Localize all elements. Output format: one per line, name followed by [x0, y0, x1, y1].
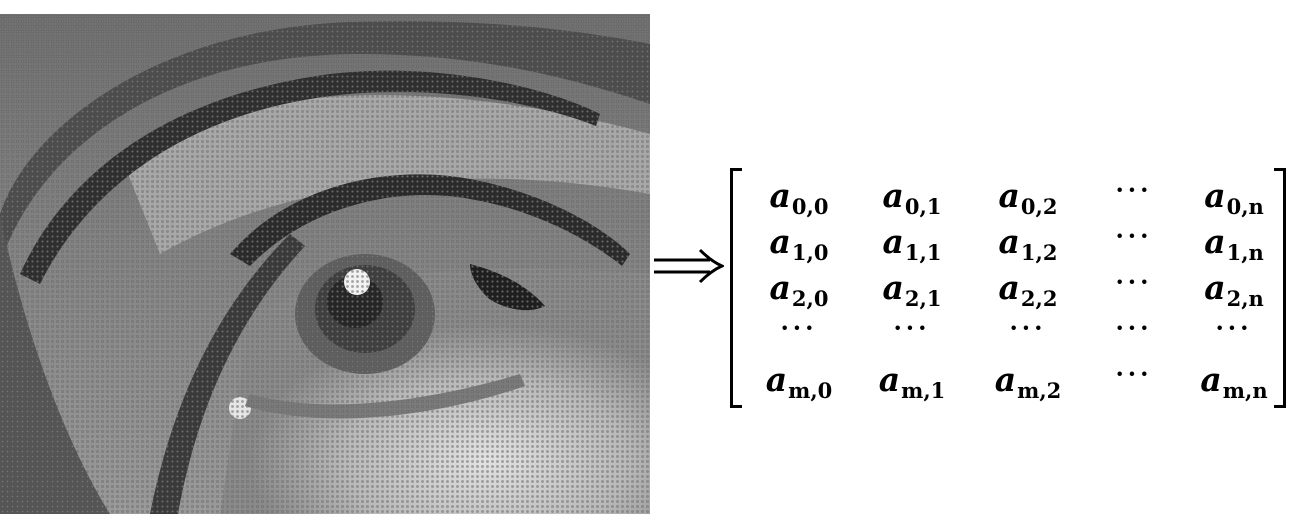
matrix-entry-base: a	[998, 175, 1020, 215]
matrix-ellipsis: ···	[893, 312, 931, 342]
matrix-entry-subscript: 1,1	[904, 239, 942, 265]
matrix-right-bracket	[1274, 168, 1286, 408]
matrix-entry-base: a	[1204, 267, 1226, 307]
matrix-entry-subscript: 0,n	[1226, 193, 1264, 219]
matrix-entry-base: a	[882, 267, 904, 307]
eye-photo	[0, 14, 650, 514]
matrix-ellipsis: ···	[1215, 312, 1253, 342]
matrix-entry-base: a	[769, 175, 791, 215]
matrix-entry: a0,1	[854, 175, 970, 219]
matrix-entry-base: a	[1204, 175, 1226, 215]
matrix-entry-subscript: 1,n	[1226, 239, 1264, 265]
matrix-entry: am,1	[854, 359, 970, 403]
matrix-entry-base: a	[994, 359, 1017, 399]
matrix-entry-base: a	[1200, 359, 1222, 399]
matrix-entry-subscript: m,n	[1222, 377, 1268, 403]
matrix-ellipsis: ···	[1115, 220, 1153, 250]
matrix-entry-base: a	[769, 221, 791, 261]
matrix-left-bracket	[730, 168, 742, 408]
matrix-ellipsis: ···	[1115, 358, 1153, 388]
matrix-entry: a1,1	[854, 221, 970, 265]
matrix-ellipsis: ···	[1115, 266, 1153, 296]
matrix-entry-subscript: m,2	[1017, 377, 1062, 403]
matrix-entry-subscript: 0,0	[791, 193, 829, 219]
matrix-entry: a2,0	[744, 267, 854, 311]
matrix-entry-base: a	[769, 267, 791, 307]
matrix-entry: a2,1	[854, 267, 970, 311]
matrix-entry-base: a	[882, 175, 904, 215]
matrix-entry-subscript: 2,2	[1020, 285, 1058, 311]
eye-photo-svg	[0, 14, 650, 514]
matrix-entry-base: a	[998, 267, 1020, 307]
matrix-entry-subscript: 2,n	[1226, 285, 1264, 311]
matrix-entry: am,2	[970, 359, 1086, 403]
matrix-entry-subscript: 0,1	[904, 193, 942, 219]
matrix-entry: a1,n	[1182, 221, 1286, 265]
matrix-ellipsis: ···	[1115, 174, 1153, 204]
matrix-entry-subscript: m,0	[788, 377, 833, 403]
matrix-entry-base: a	[998, 221, 1020, 261]
matrix-entry: am,0	[744, 359, 854, 403]
double-right-arrow-svg	[654, 248, 724, 284]
matrix-entry-subscript: m,1	[901, 377, 946, 403]
matrix-entry: a2,2	[970, 267, 1086, 311]
matrix-entry-subscript: 1,0	[791, 239, 829, 265]
matrix-entry-base: a	[878, 359, 901, 399]
matrix-entry-subscript: 2,1	[904, 285, 942, 311]
matrix-entry: a1,0	[744, 221, 854, 265]
double-right-arrow-icon	[652, 246, 724, 286]
matrix-ellipsis: ···	[1009, 312, 1047, 342]
matrix-entry-base: a	[1204, 221, 1226, 261]
matrix-entry-base: a	[882, 221, 904, 261]
matrix-entry-base: a	[765, 359, 788, 399]
matrix-entry: a0,0	[744, 175, 854, 219]
matrix-entry: a0,n	[1182, 175, 1286, 219]
matrix-entry-subscript: 1,2	[1020, 239, 1058, 265]
matrix-entry-subscript: 2,0	[791, 285, 829, 311]
matrix-entry: a2,n	[1182, 267, 1286, 311]
matrix-entry: a1,2	[970, 221, 1086, 265]
matrix-ellipsis: ···	[1115, 312, 1153, 342]
matrix-entry-subscript: 0,2	[1020, 193, 1058, 219]
matrix-entry: a0,2	[970, 175, 1086, 219]
matrix-ellipsis: ···	[780, 312, 818, 342]
matrix-entry: am,n	[1182, 359, 1286, 403]
